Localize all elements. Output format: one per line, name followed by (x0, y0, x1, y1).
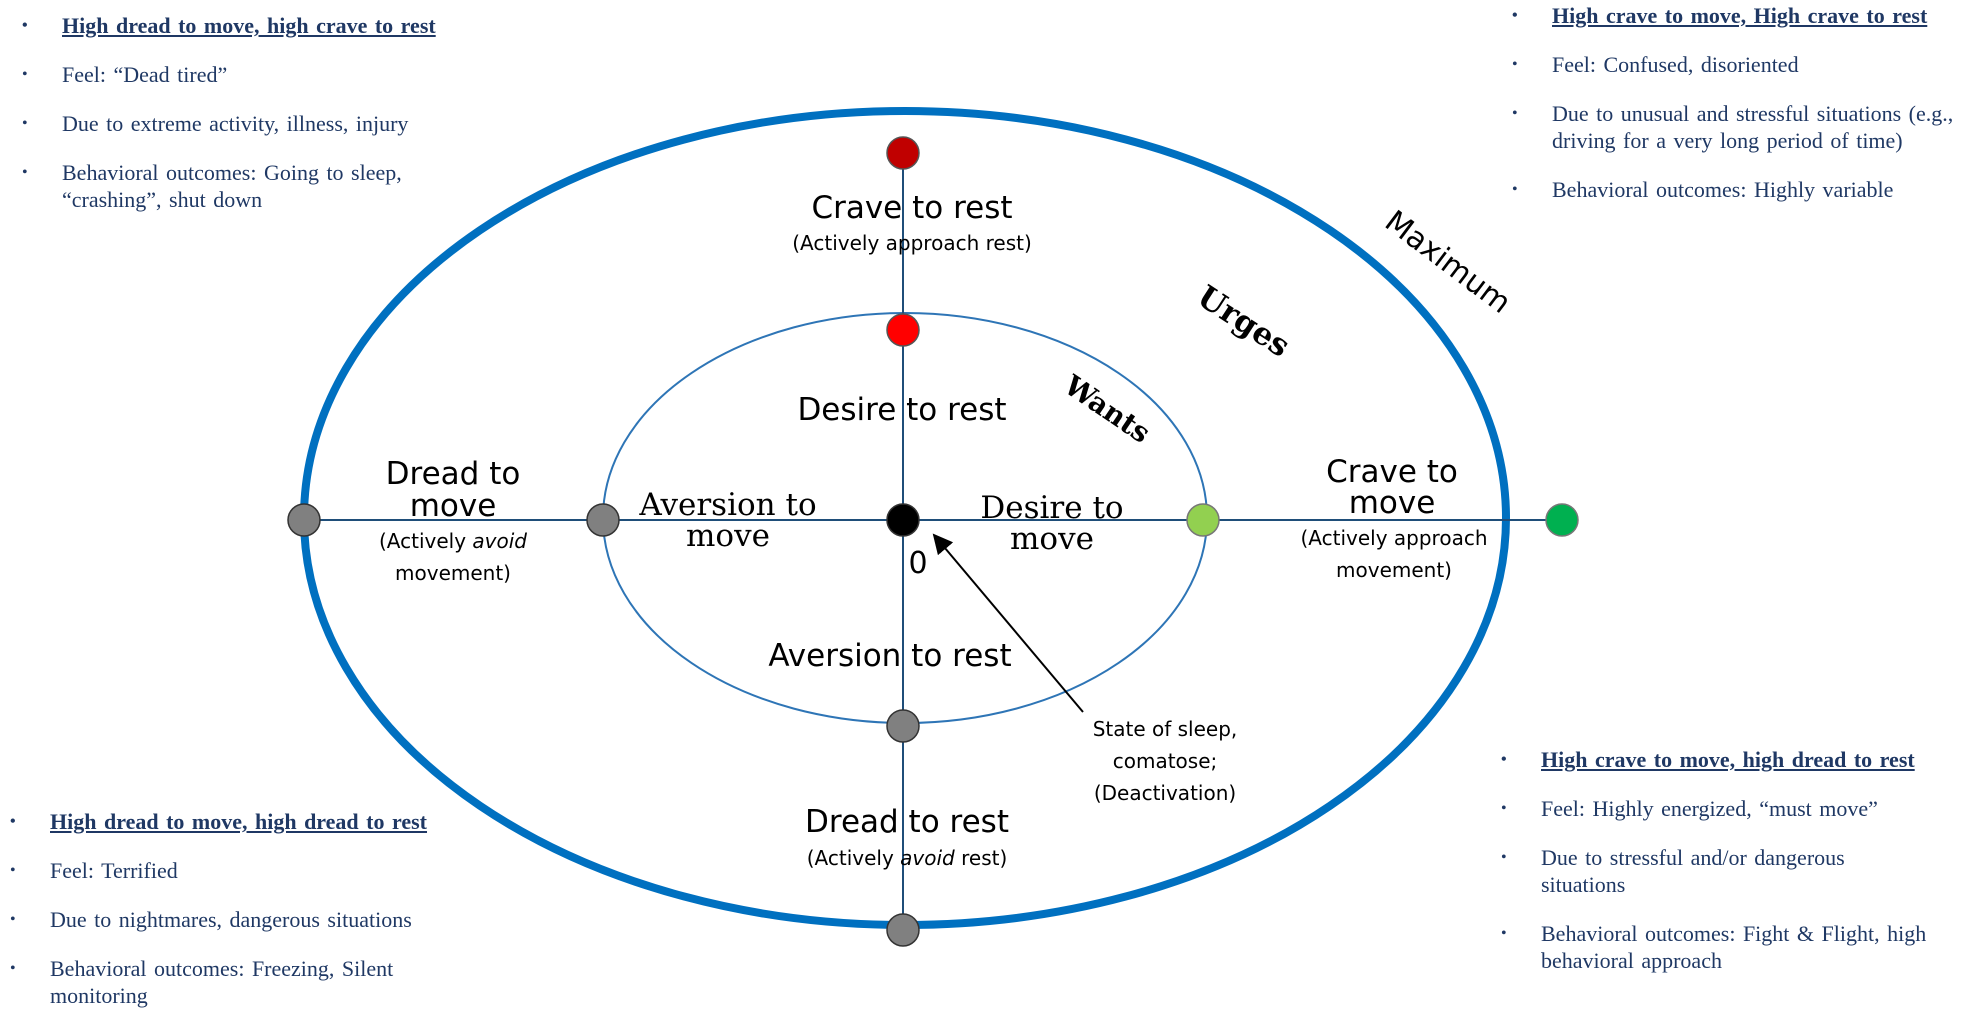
origin-label: 0 (908, 546, 927, 581)
panel-top-right-heading: High crave to move, High crave to rest (1512, 2, 1962, 29)
panel-top-right: High crave to move, High crave to rest F… (1512, 2, 1962, 225)
maximum-label: Maximum (1378, 204, 1517, 321)
panel-bottom-left-heading: High dread to move, high dread to rest (10, 808, 480, 835)
panel-top-left-item: Behavioral outcomes: Going to sleep, “cr… (22, 159, 442, 213)
desire-to-rest-label: Desire to rest (797, 392, 1006, 428)
dread-to-rest-sub-pre: (Actively (807, 846, 900, 870)
crave-to-move-sub2: movement) (1336, 558, 1452, 582)
panel-bottom-left-item: Behavioral outcomes: Freezing, Silent mo… (10, 955, 480, 1009)
aversion-to-move-line1: Aversion to (638, 487, 816, 523)
aversion-to-move-line2: move (686, 518, 770, 554)
panel-top-right-item: Behavioral outcomes: Highly variable (1512, 176, 1962, 203)
desire-to-move-dot (1186, 503, 1220, 537)
desire-to-move-line1: Desire to (980, 490, 1123, 526)
panel-bottom-right-item: Due to stressful and/or dangerous situat… (1501, 844, 1931, 898)
panel-bottom-right-heading: High crave to move, high dread to rest (1501, 746, 1931, 773)
crave-to-rest-title: Crave to rest (811, 190, 1012, 226)
sleep-arrow (932, 533, 1084, 713)
aversion-to-rest-dot (886, 709, 920, 743)
dread-to-rest-sub-post: rest) (955, 846, 1008, 870)
dread-to-rest-dot (886, 913, 920, 947)
panel-top-left-item: Due to extreme activity, illness, injury (22, 110, 442, 137)
dread-to-move-sub2: movement) (395, 561, 511, 585)
crave-to-move-sub1: (Actively approach (1300, 526, 1487, 550)
dread-to-move-line2: move (410, 488, 497, 524)
dread-to-rest-sub-em: avoid (900, 846, 955, 870)
dread-to-rest-sub: (Actively avoid rest) (807, 846, 1008, 870)
panel-top-left: High dread to move, high crave to rest F… (22, 12, 442, 235)
crave-to-move-line1: Crave to (1326, 454, 1458, 490)
panel-bottom-right-item: Behavioral outcomes: Fight & Flight, hig… (1501, 920, 1931, 974)
crave-to-move-dot (1545, 503, 1579, 537)
crave-to-move-line2: move (1349, 485, 1436, 521)
desire-to-move-line2: move (1010, 521, 1094, 557)
panel-top-left-list: High dread to move, high crave to rest F… (22, 12, 442, 213)
urges-label: Urges (1191, 279, 1296, 365)
panel-top-right-list: High crave to move, High crave to rest F… (1512, 2, 1962, 203)
panel-bottom-left-item: Feel: Terrified (10, 857, 480, 884)
origin-dot (886, 503, 920, 537)
panel-bottom-left-item: Due to nightmares, dangerous situations (10, 906, 480, 933)
dread-to-move-sub1-pre: (Actively (379, 529, 472, 553)
dread-to-move-sub1-em: avoid (472, 529, 527, 553)
panel-top-left-item: Feel: “Dead tired” (22, 61, 442, 88)
dread-to-move-line1: Dread to (386, 456, 521, 492)
dread-to-move-sub1: (Actively avoid (379, 529, 527, 553)
crave-to-rest-sub: (Actively approach rest) (792, 231, 1032, 255)
sleep-note-line2: comatose; (1113, 749, 1218, 773)
panel-top-left-heading: High dread to move, high crave to rest (22, 12, 442, 39)
sleep-note-line3: (Deactivation) (1094, 781, 1236, 805)
panel-bottom-right-item: Feel: Highly energized, “must move” (1501, 795, 1931, 822)
panel-bottom-right: High crave to move, high dread to rest F… (1501, 746, 1931, 996)
dread-to-move-dot (287, 503, 321, 537)
sleep-note-line1: State of sleep, (1093, 717, 1238, 741)
panel-bottom-right-list: High crave to move, high dread to rest F… (1501, 746, 1931, 974)
aversion-to-move-dot (586, 503, 620, 537)
panel-bottom-left: High dread to move, high dread to rest F… (10, 808, 480, 1031)
wants-label: Wants (1057, 368, 1156, 450)
panel-bottom-left-list: High dread to move, high dread to rest F… (10, 808, 480, 1009)
desire-to-rest-dot (886, 313, 920, 347)
panel-top-right-item: Feel: Confused, disoriented (1512, 51, 1962, 78)
aversion-to-rest-label: Aversion to rest (768, 638, 1011, 674)
panel-top-right-item: Due to unusual and stressful situations … (1512, 100, 1962, 154)
dread-to-rest-title: Dread to rest (805, 804, 1009, 840)
crave-to-rest-dot (886, 136, 920, 170)
